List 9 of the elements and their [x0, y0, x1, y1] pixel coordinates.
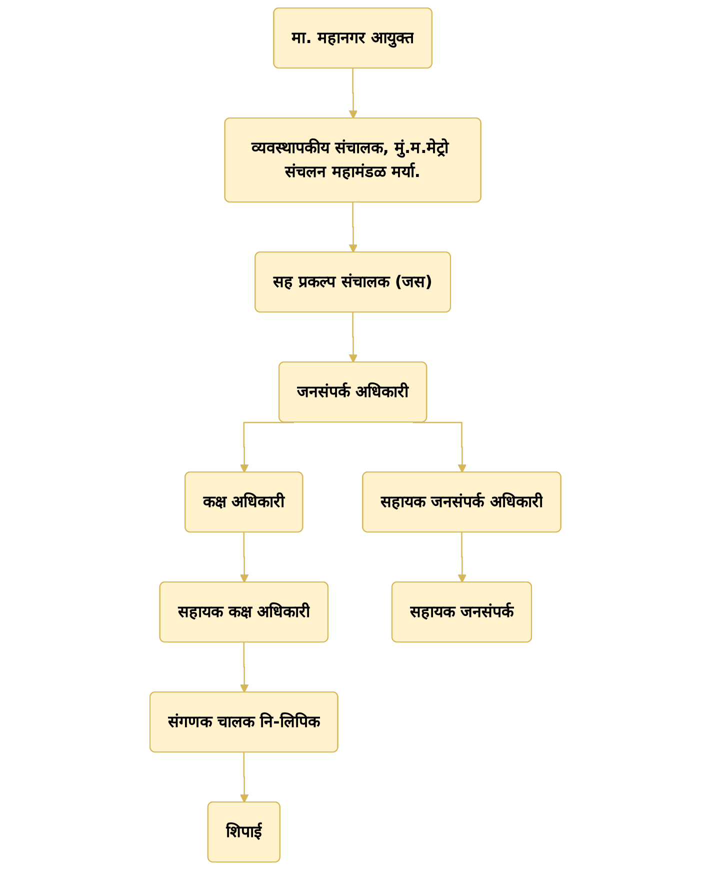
arrow: [412, 422, 467, 473]
arrow: [458, 532, 467, 583]
arrow: [240, 532, 249, 583]
arrow: [348, 312, 358, 363]
arrow: [240, 752, 249, 803]
arrow: [240, 642, 249, 693]
arrow: [240, 422, 294, 473]
arrow: [348, 202, 358, 253]
arrow: [348, 68, 358, 119]
